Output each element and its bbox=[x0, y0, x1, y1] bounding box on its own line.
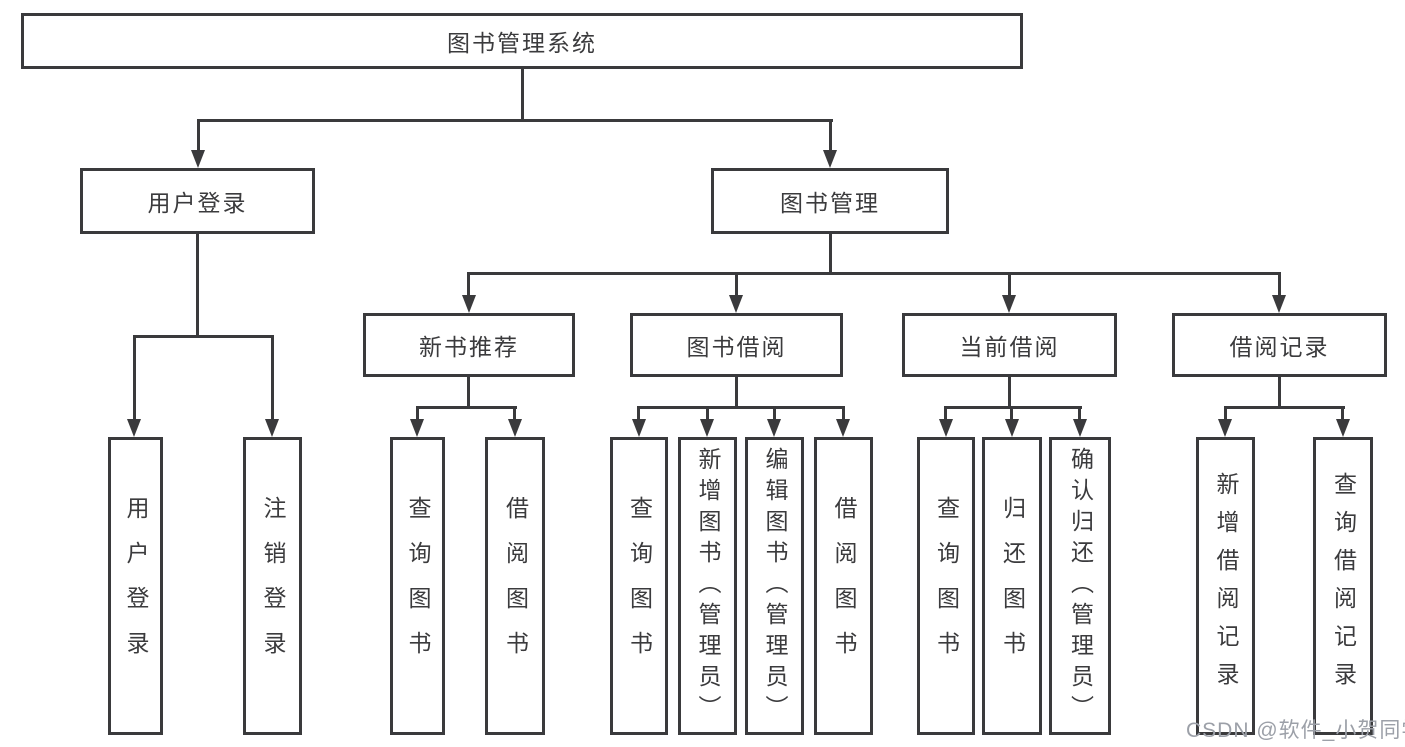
node-new-book-recommend-label: 新书推荐 bbox=[419, 334, 519, 360]
arrow-down-icon bbox=[632, 419, 646, 437]
arrow-down-icon bbox=[1002, 295, 1016, 313]
leaf-query-borrow-record-label: 查询借阅记录 bbox=[1330, 472, 1357, 700]
connector-line bbox=[521, 68, 524, 121]
leaf-logout: 注销登录 bbox=[243, 437, 302, 735]
leaf-add-book-admin-label: 新增图书（管理员） bbox=[695, 446, 721, 726]
connector-line bbox=[513, 406, 516, 421]
arrow-down-icon bbox=[1336, 419, 1350, 437]
leaf-query-book-2: 查询图书 bbox=[610, 437, 668, 735]
node-borrow-record: 借阅记录 bbox=[1172, 313, 1387, 377]
leaf-borrow-book-1-label: 借阅图书 bbox=[502, 496, 529, 676]
leaf-query-borrow-record: 查询借阅记录 bbox=[1313, 437, 1373, 735]
connector-line bbox=[637, 406, 640, 421]
connector-line bbox=[416, 406, 517, 409]
leaf-confirm-return-admin-label: 确认归还（管理员） bbox=[1067, 446, 1094, 726]
connector-line bbox=[1008, 377, 1011, 408]
connector-line bbox=[196, 234, 199, 337]
arrow-down-icon bbox=[1073, 419, 1087, 437]
node-user-login: 用户登录 bbox=[80, 168, 315, 234]
connector-line bbox=[944, 406, 1082, 409]
connector-line bbox=[1224, 406, 1227, 421]
node-root-label: 图书管理系统 bbox=[447, 30, 597, 56]
leaf-user-login: 用户登录 bbox=[108, 437, 163, 735]
connector-line bbox=[944, 406, 947, 421]
arrow-down-icon bbox=[700, 419, 714, 437]
node-user-login-label: 用户登录 bbox=[147, 190, 248, 216]
leaf-query-book-1-label: 查询图书 bbox=[405, 496, 431, 676]
connector-line bbox=[467, 272, 1281, 275]
arrow-down-icon bbox=[939, 419, 953, 437]
node-borrow-record-label: 借阅记录 bbox=[1229, 334, 1330, 360]
arrow-down-icon bbox=[767, 419, 781, 437]
leaf-edit-book-admin: 编辑图书（管理员） bbox=[745, 437, 804, 735]
csdn-watermark: CSDN @软件_小贺同学 bbox=[1186, 719, 1405, 742]
leaf-return-book: 归还图书 bbox=[982, 437, 1042, 735]
arrow-down-icon bbox=[410, 419, 424, 437]
arrow-down-icon bbox=[191, 150, 205, 168]
node-book-borrow-label: 图书借阅 bbox=[686, 334, 787, 360]
arrow-down-icon bbox=[508, 419, 522, 437]
connector-line bbox=[637, 406, 845, 409]
connector-line bbox=[467, 377, 470, 408]
leaf-query-book-2-label: 查询图书 bbox=[626, 496, 653, 676]
node-current-borrow-label: 当前借阅 bbox=[959, 334, 1060, 360]
connector-line bbox=[133, 335, 274, 338]
arrow-down-icon bbox=[823, 150, 837, 168]
leaf-confirm-return-admin: 确认归还（管理员） bbox=[1049, 437, 1111, 735]
arrow-down-icon bbox=[836, 419, 850, 437]
leaf-query-book-3: 查询图书 bbox=[917, 437, 975, 735]
connector-line bbox=[829, 119, 832, 153]
connector-line bbox=[1078, 406, 1081, 421]
connector-line bbox=[1278, 377, 1281, 408]
connector-line bbox=[706, 406, 709, 421]
arrow-down-icon bbox=[729, 295, 743, 313]
arrow-down-icon bbox=[1272, 295, 1286, 313]
leaf-borrow-book-2-label: 借阅图书 bbox=[831, 496, 857, 676]
node-book-borrow: 图书借阅 bbox=[630, 313, 843, 377]
connector-line bbox=[735, 377, 738, 408]
leaf-add-borrow-record: 新增借阅记录 bbox=[1196, 437, 1255, 735]
connector-line bbox=[1341, 406, 1344, 421]
leaf-query-book-3-label: 查询图书 bbox=[933, 496, 960, 676]
leaf-user-login-label: 用户登录 bbox=[123, 496, 149, 676]
arrow-down-icon bbox=[127, 419, 141, 437]
connector-line bbox=[773, 406, 776, 421]
connector-line bbox=[1224, 406, 1345, 409]
leaf-return-book-label: 归还图书 bbox=[999, 496, 1026, 676]
node-current-borrow: 当前借阅 bbox=[902, 313, 1117, 377]
connector-line bbox=[197, 119, 833, 122]
arrow-down-icon bbox=[462, 295, 476, 313]
leaf-borrow-book-1: 借阅图书 bbox=[485, 437, 545, 735]
arrow-down-icon bbox=[1005, 419, 1019, 437]
connector-line bbox=[416, 406, 419, 421]
connector-line bbox=[829, 234, 832, 275]
connector-line bbox=[842, 406, 845, 421]
leaf-add-book-admin: 新增图书（管理员） bbox=[678, 437, 737, 735]
node-book-management: 图书管理 bbox=[711, 168, 949, 234]
leaf-add-borrow-record-label: 新增借阅记录 bbox=[1213, 472, 1239, 700]
connector-line bbox=[467, 272, 470, 297]
connector-line bbox=[133, 335, 136, 421]
leaf-logout-label: 注销登录 bbox=[260, 496, 286, 676]
connector-line bbox=[271, 335, 274, 421]
arrow-down-icon bbox=[1218, 419, 1232, 437]
node-book-management-label: 图书管理 bbox=[780, 190, 880, 216]
connector-line bbox=[735, 272, 738, 297]
leaf-borrow-book-2: 借阅图书 bbox=[814, 437, 873, 735]
connector-line bbox=[1008, 272, 1011, 297]
connector-line bbox=[1278, 272, 1281, 297]
node-root: 图书管理系统 bbox=[21, 13, 1023, 69]
connector-line bbox=[1010, 406, 1013, 421]
leaf-query-book-1: 查询图书 bbox=[390, 437, 445, 735]
leaf-edit-book-admin-label: 编辑图书（管理员） bbox=[762, 446, 788, 726]
connector-line bbox=[197, 119, 200, 153]
arrow-down-icon bbox=[265, 419, 279, 437]
node-new-book-recommend: 新书推荐 bbox=[363, 313, 575, 377]
